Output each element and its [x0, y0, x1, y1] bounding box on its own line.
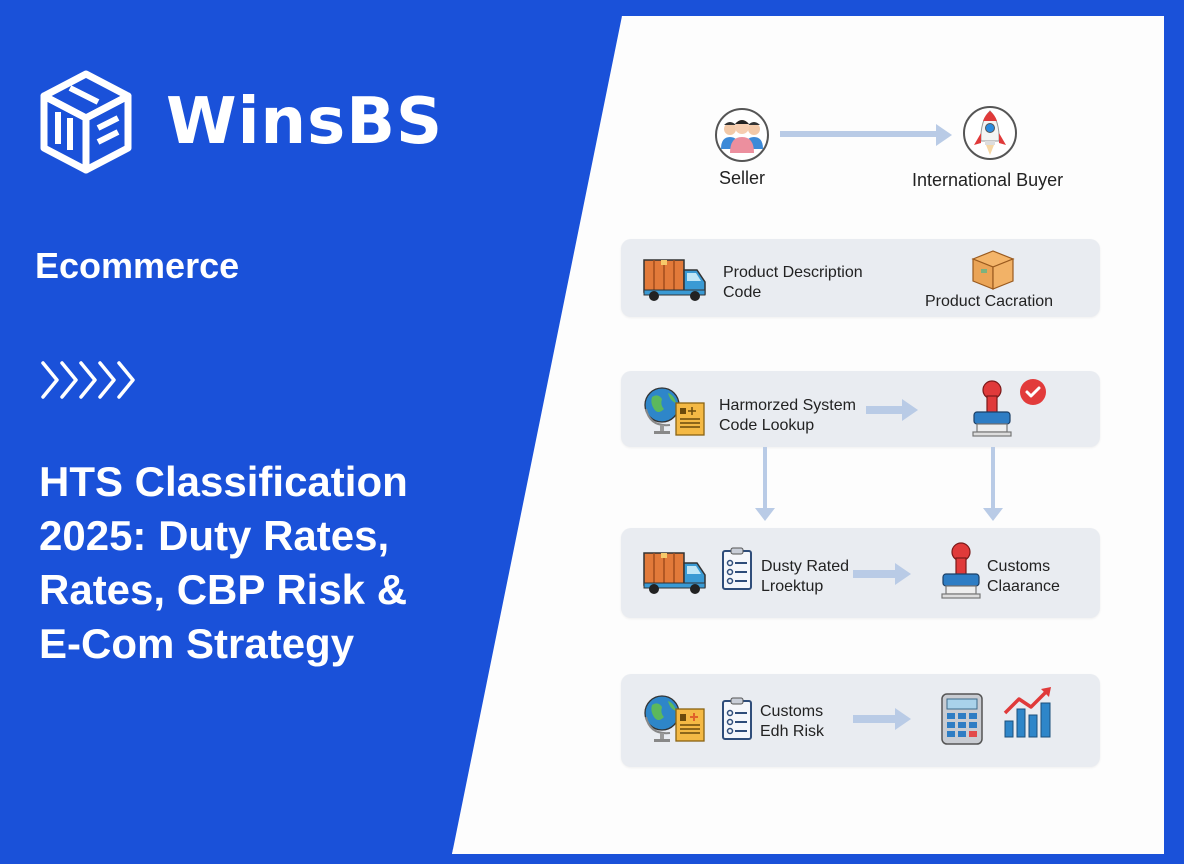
- card2-line2: Code Lookup: [719, 417, 815, 434]
- card4-line1: Customs: [760, 703, 824, 720]
- category-label: Ecommerce: [35, 245, 240, 286]
- flow-arrow-down: [755, 447, 775, 521]
- card3-right-line2: Claarance: [987, 578, 1060, 595]
- headline-line: E-Com Strategy: [39, 620, 355, 667]
- seller-label: Seller: [718, 168, 766, 188]
- card3-right-line1: Customs: [987, 558, 1051, 575]
- cube-wb-logo-icon: [40, 70, 132, 174]
- brand-name: WinsBS: [166, 85, 444, 159]
- seller-node: Seller: [714, 108, 770, 189]
- rubber-stamp-icon: [972, 380, 1012, 437]
- rubber-stamp-icon: [941, 542, 981, 599]
- card4-line2: Edh Risk: [760, 723, 825, 740]
- globe-document-icon: [644, 387, 705, 436]
- chevrons-right-icon: [41, 361, 135, 399]
- clipboard-checklist-icon: [722, 697, 752, 740]
- bar-chart-growth-icon: [1003, 687, 1051, 738]
- delivery-truck-icon: [643, 552, 706, 594]
- card1-text: Product Description Code: [723, 263, 863, 303]
- left-hero: WinsBS Ecommerce HTS Classification 2025…: [0, 0, 460, 864]
- card1-line1: Product Description: [723, 264, 863, 281]
- card2-text: Harmorzed System Code Lookup: [719, 396, 856, 436]
- flow-arrow-down: [983, 447, 1003, 521]
- card1-right-label: Product Cacration: [925, 293, 1054, 310]
- page-headline: HTS Classification 2025: Duty Rates, Rat…: [39, 455, 449, 671]
- flow-arrow: [866, 399, 918, 421]
- globe-document-icon: [644, 695, 705, 742]
- people-group-icon: [715, 108, 769, 162]
- headline-line: Rates, CBP Risk &: [39, 566, 408, 613]
- card3-right-text: Customs Claarance: [987, 557, 1060, 597]
- card3-line1: Dusty Rated: [761, 558, 850, 575]
- buyer-node: [962, 106, 1018, 160]
- card2-line1: Harmorzed System: [719, 397, 856, 414]
- cardboard-box-icon: [971, 250, 1015, 290]
- flow-arrow: [853, 563, 911, 585]
- card3-line2: Lroektup: [761, 578, 824, 595]
- card3-text: Dusty Rated Lroektup: [761, 557, 849, 597]
- rocket-icon: [963, 106, 1017, 160]
- headline-line: 2025: Duty Rates,: [39, 512, 390, 559]
- check-badge-icon: [1020, 379, 1046, 405]
- headline-line: HTS Classification: [39, 458, 408, 505]
- flow-arrow: [780, 124, 952, 146]
- clipboard-checklist-icon: [722, 547, 752, 590]
- buyer-label: International Buyer: [912, 170, 1064, 190]
- card1-line2: Code: [723, 284, 762, 301]
- flow-arrow: [853, 708, 911, 730]
- delivery-truck-icon: [643, 259, 706, 301]
- brand-logo[interactable]: WinsBS: [40, 70, 443, 174]
- card4-text: Customs Edh Risk: [760, 702, 824, 742]
- calculator-icon: [941, 693, 983, 745]
